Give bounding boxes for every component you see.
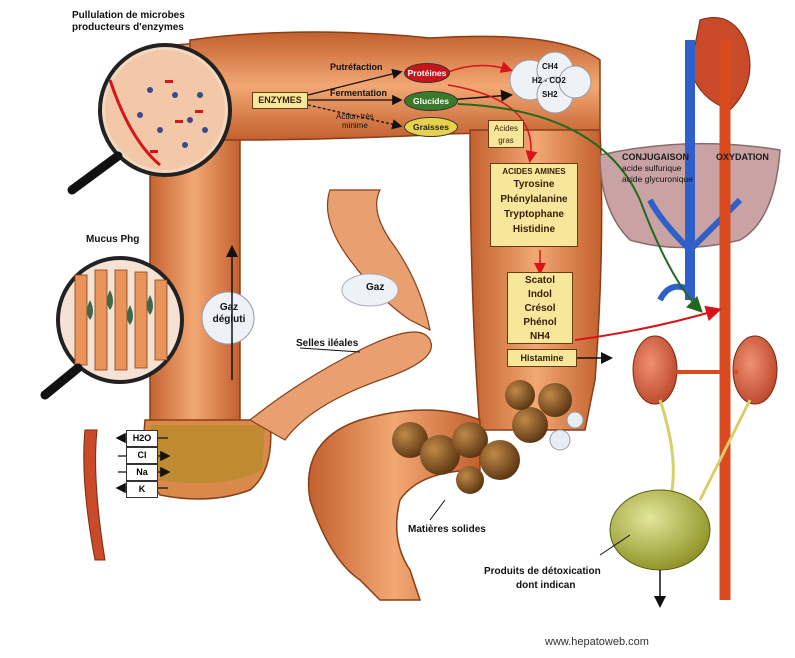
- amino-acid-item: Phénylalanine: [491, 192, 577, 207]
- ileum-loop: [328, 190, 431, 330]
- enzymes-box: ENZYMES: [252, 92, 308, 109]
- product-item: Crésol: [508, 302, 572, 316]
- amino-acids-box: ACIDES AMINES Tyrosine Phénylalanine Try…: [490, 163, 578, 247]
- label-mucus: Mucus Phg: [86, 234, 139, 246]
- ion-k: K: [126, 481, 158, 498]
- gas-ch4: CH4: [542, 62, 558, 71]
- right-kidney: [733, 336, 777, 404]
- blood-vessel: [84, 430, 105, 560]
- toxic-products-box: Scatol Indol Crésol Phénol NH4: [507, 272, 573, 344]
- label-detox-2: dont indican: [516, 580, 575, 592]
- product-item: Phénol: [508, 316, 572, 330]
- label-detox: Produits de détoxication: [484, 566, 601, 578]
- product-item: NH4: [508, 330, 572, 344]
- amino-acid-item: Tyrosine: [491, 177, 577, 192]
- amino-acid-item: Tryptophane: [491, 207, 577, 222]
- amino-acid-item: Histidine: [491, 222, 577, 237]
- label-putrefaction: Putréfaction: [330, 62, 383, 72]
- proteins-oval: Protéines: [404, 63, 450, 83]
- glucides-oval: Glucides: [404, 91, 458, 111]
- left-kidney: [633, 336, 677, 404]
- label-matieres: Matières solides: [408, 524, 486, 536]
- label-acide-glycuronique: acide glycuronique: [622, 175, 693, 185]
- label-gaz: Gaz: [366, 282, 384, 294]
- ureters: [660, 400, 750, 500]
- gas-h2-co2: H2 - CO2: [532, 76, 566, 85]
- acides-gras-box: Acides gras: [488, 120, 524, 148]
- label-microbes: Pullulation de microbes: [72, 10, 185, 22]
- cecum-content: [150, 425, 265, 483]
- product-item: Scatol: [508, 274, 572, 288]
- label-microbes-2: producteurs d'enzymes: [72, 22, 184, 34]
- ion-cl: Cl: [126, 447, 158, 464]
- label-selles: Selles iléales: [296, 338, 358, 350]
- source-url: www.hepatoweb.com: [545, 636, 649, 649]
- amino-acids-title: ACIDES AMINES: [491, 166, 577, 177]
- label-action-2: minime: [342, 121, 368, 130]
- label-oxydation: OXYDATION: [716, 152, 769, 162]
- gaz-deglutit-line1: Gaz: [208, 302, 250, 314]
- ion-na: Na: [126, 464, 158, 481]
- label-acide-sulfurique: acide sulfurique: [622, 164, 682, 174]
- label-conjugaison: CONJUGAISON: [622, 152, 689, 162]
- label-gaz-deglutit: Gaz dégluti: [208, 302, 250, 325]
- histamine-box: Histamine: [507, 349, 577, 367]
- product-item: Indol: [508, 288, 572, 302]
- gas-sh2: SH2: [542, 90, 558, 99]
- label-fermentation: Fermentation: [330, 88, 387, 98]
- acides-gras-line2: gras: [489, 135, 523, 147]
- ion-h2o: H2O: [126, 430, 158, 447]
- label-action: Action très: [336, 112, 374, 121]
- bladder: [610, 490, 710, 570]
- acides-gras-line1: Acides: [489, 123, 523, 135]
- gaz-deglutit-line2: dégluti: [208, 314, 250, 326]
- graisses-oval: Graisses: [404, 117, 458, 137]
